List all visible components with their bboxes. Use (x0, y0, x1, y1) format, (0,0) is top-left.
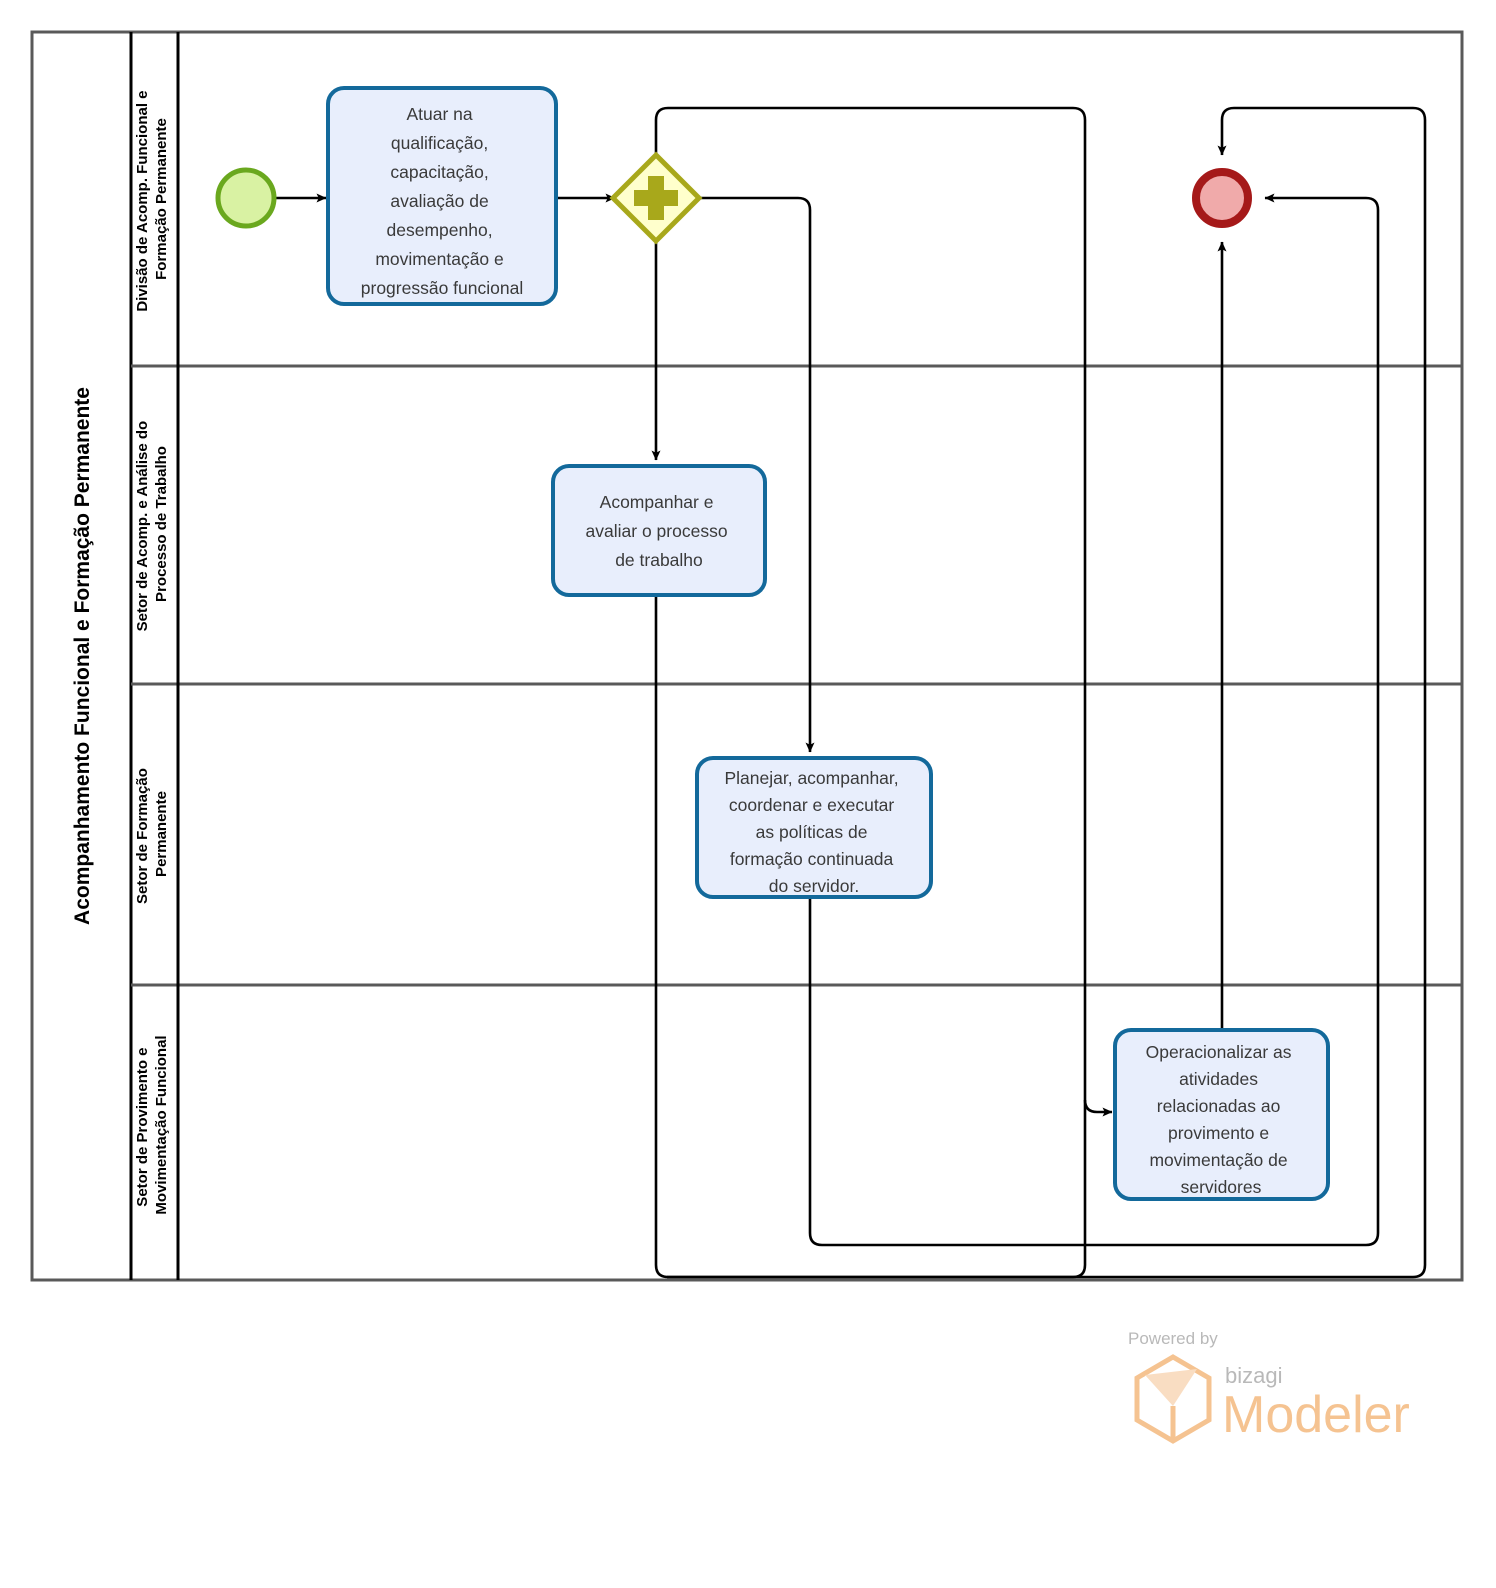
sequence-flows (276, 106, 1427, 1279)
task-planejar-label: Planejar, acompanhar, coordenar e execut… (724, 768, 903, 896)
bizagi-watermark: Powered by bizagi Modeler (1128, 1329, 1410, 1444)
end-event[interactable] (1192, 168, 1252, 228)
bizagi-logo-icon (1134, 1354, 1212, 1444)
lane-label-setor-analise: Setor de Acomp. e Análise do Processo de… (134, 417, 170, 632)
flow-into-operacionalizar (1083, 1099, 1113, 1117)
flow-gateway-top-right-loop (654, 106, 1087, 1279)
task-operacionalizar-label: Operacionalizar as atividades relacionad… (1146, 1042, 1297, 1197)
end-event-circle[interactable] (1192, 168, 1252, 228)
lane-setor-analise: Setor de Acomp. e Análise do Processo de… (131, 366, 1462, 686)
pool-container: Acompanhamento Funcional e Formação Perm… (30, 30, 1464, 1282)
task-atuar-box[interactable] (326, 86, 558, 306)
lane-formacao: Setor de Formação Permanente (131, 684, 1462, 987)
lane-label-divisao: Divisão de Acomp. Funcional e Formação P… (134, 86, 170, 311)
watermark-brand: bizagi (1225, 1363, 1282, 1388)
task-atuar-label: Atuar na qualificação, capacitação, aval… (361, 104, 523, 298)
pool-title: Acompanhamento Funcional e Formação Perm… (71, 387, 94, 925)
flow-acompanhar-to-end-top (654, 106, 1427, 1279)
flow-gateway-to-planejar (698, 196, 815, 753)
task-acompanhar-box[interactable] (551, 464, 767, 597)
task-planejar[interactable]: Planejar, acompanhar, coordenar e execut… (695, 756, 933, 899)
task-operacionalizar[interactable]: Operacionalizar as atividades relacionad… (1113, 1028, 1330, 1201)
lane-label-formacao: Setor de Formação Permanente (134, 764, 170, 904)
task-operacionalizar-box[interactable] (1113, 1028, 1330, 1201)
task-acompanhar-label: Acompanhar e avaliar o processo de traba… (586, 492, 733, 570)
watermark-powered-by: Powered by (1128, 1329, 1218, 1348)
start-event-circle[interactable] (215, 167, 277, 229)
flow-planejar-to-end-right (808, 193, 1380, 1247)
task-acompanhar[interactable]: Acompanhar e avaliar o processo de traba… (551, 464, 767, 597)
lane-divisao: Divisão de Acomp. Funcional e Formação P… (131, 32, 1462, 368)
start-event[interactable] (215, 167, 277, 229)
parallel-gateway[interactable] (609, 151, 703, 245)
gateway-plus-icon-bar (634, 190, 678, 206)
task-atuar[interactable]: Atuar na qualificação, capacitação, aval… (326, 86, 558, 306)
task-planejar-box[interactable] (695, 756, 933, 899)
lane-provimento: Setor de Provimento e Movimentação Funci… (134, 985, 180, 1280)
lane-label-provimento: Setor de Provimento e Movimentação Funci… (134, 1035, 170, 1214)
watermark-product: Modeler (1222, 1386, 1410, 1444)
